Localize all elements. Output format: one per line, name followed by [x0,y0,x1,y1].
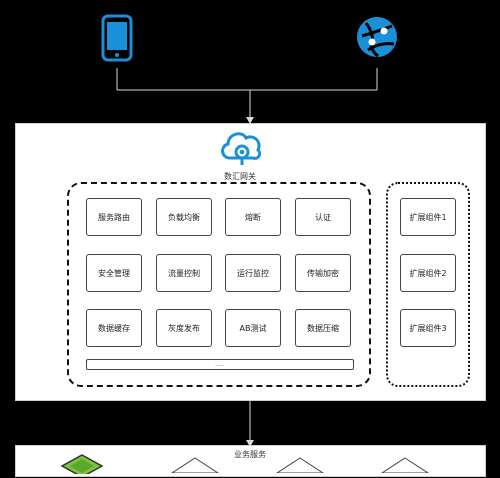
module-box: 流量控制 [156,254,212,292]
extension-box: 扩展组件3 [400,309,456,347]
core-modules-group [67,182,371,387]
arrow-head-down [246,440,254,447]
extension-box: 扩展组件1 [400,198,456,236]
module-box: 服务路由 [86,198,142,236]
module-box: 数据压缩 [295,309,351,347]
business-title: 业务服务 [234,450,266,459]
extension-box: 扩展组件2 [400,254,456,292]
module-box: 负载均衡 [156,198,212,236]
web-globe-icon [354,14,400,60]
arrow-head-down [246,117,254,124]
cloud-gateway-icon [218,128,264,166]
extensions-group [386,182,470,387]
gateway-title: 数汇网关 [224,172,256,181]
module-box: 传输加密 [295,254,351,292]
module-box: 认证 [295,198,351,236]
module-box: 灰度发布 [156,309,212,347]
module-box: 数据缓存 [86,309,142,347]
service-outline-icon [275,457,325,474]
module-box: 熔断 [225,198,281,236]
service-cube-icon [60,454,104,478]
connector-lines [116,68,378,447]
module-box: 安全管理 [86,254,142,292]
module-box: 运行监控 [225,254,281,292]
more-modules-bar: ...... [86,359,354,370]
module-box: AB测试 [225,309,281,347]
service-outline-icon [380,457,430,474]
mobile-phone-icon [101,14,133,62]
service-outline-icon [170,457,220,474]
